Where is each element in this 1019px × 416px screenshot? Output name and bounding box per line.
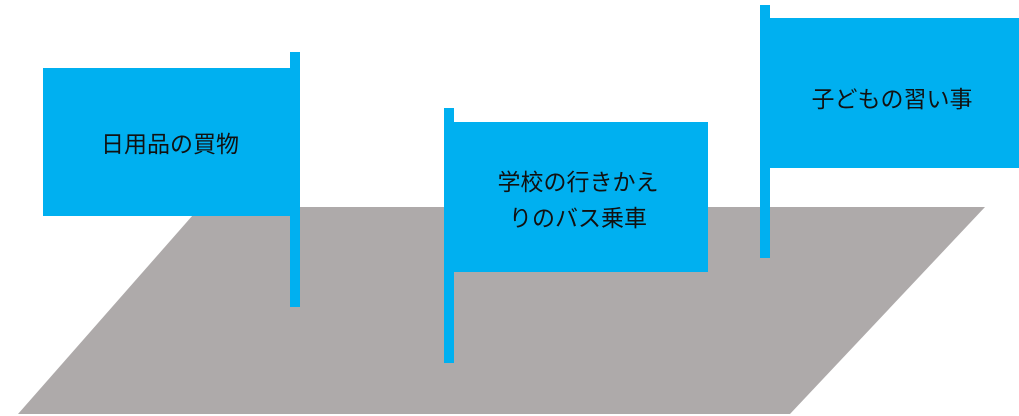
flag-banner [765,18,1019,168]
flag-label: 子どもの習い事 [812,87,973,113]
flag-daily-shopping: 日用品の買物 [43,52,300,307]
flag-label-line-2: りのバス乗車 [509,206,647,232]
flag-label-line-1: 学校の行きかえ [498,170,659,196]
flag-school-bus: 学校の行きかえ りのバス乗車 [444,108,708,363]
ground-plane [18,207,985,414]
flag-kids-lessons: 子どもの習い事 [760,5,1019,258]
flag-banner [43,68,298,216]
flag-banner [448,122,708,272]
flag-label: 日用品の買物 [101,132,239,158]
